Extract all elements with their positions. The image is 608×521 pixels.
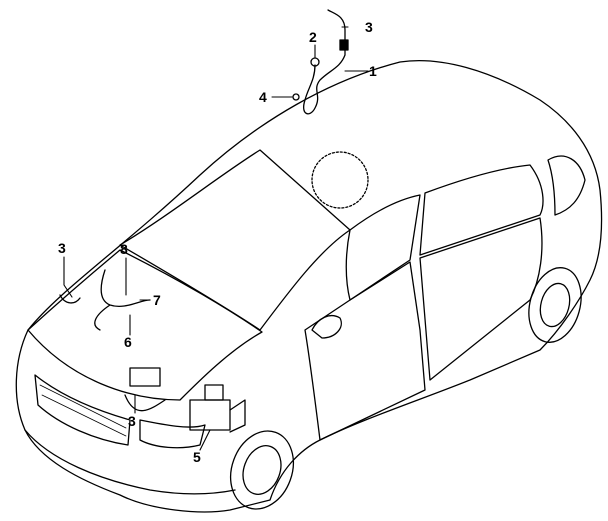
leader-lines: [63, 26, 369, 451]
callout-8: 8: [120, 241, 128, 257]
front-bumper: [24, 429, 236, 495]
callout-3-antenna-connector: 3: [365, 19, 373, 35]
callout-6: 6: [124, 334, 132, 350]
side-mirror: [311, 315, 342, 339]
car-body-outline: [15, 59, 603, 513]
callout-7: 7: [153, 292, 161, 308]
callout-1: 1: [369, 63, 377, 79]
hood: [27, 249, 263, 401]
rear-quarter-window: [547, 155, 586, 216]
sunroof: [311, 151, 369, 209]
side-window-front: [345, 194, 421, 301]
callout-2: 2: [309, 29, 317, 45]
rear-door: [419, 217, 543, 381]
front-grille: [34, 374, 131, 446]
antenna-harness: [303, 9, 346, 115]
front-door: [304, 261, 426, 441]
rear-wheel: [528, 267, 582, 343]
callout-3-front-left: 3: [58, 240, 66, 256]
control-module: [129, 367, 161, 387]
front-wheel: [230, 430, 294, 510]
callout-5: 5: [193, 449, 201, 465]
callout-4: 4: [259, 89, 267, 105]
front-harness: [59, 269, 151, 331]
headlight: [139, 419, 206, 449]
abs-unit: [189, 384, 246, 433]
side-window-rear: [419, 164, 544, 256]
callout-3-module: 3: [128, 413, 136, 429]
